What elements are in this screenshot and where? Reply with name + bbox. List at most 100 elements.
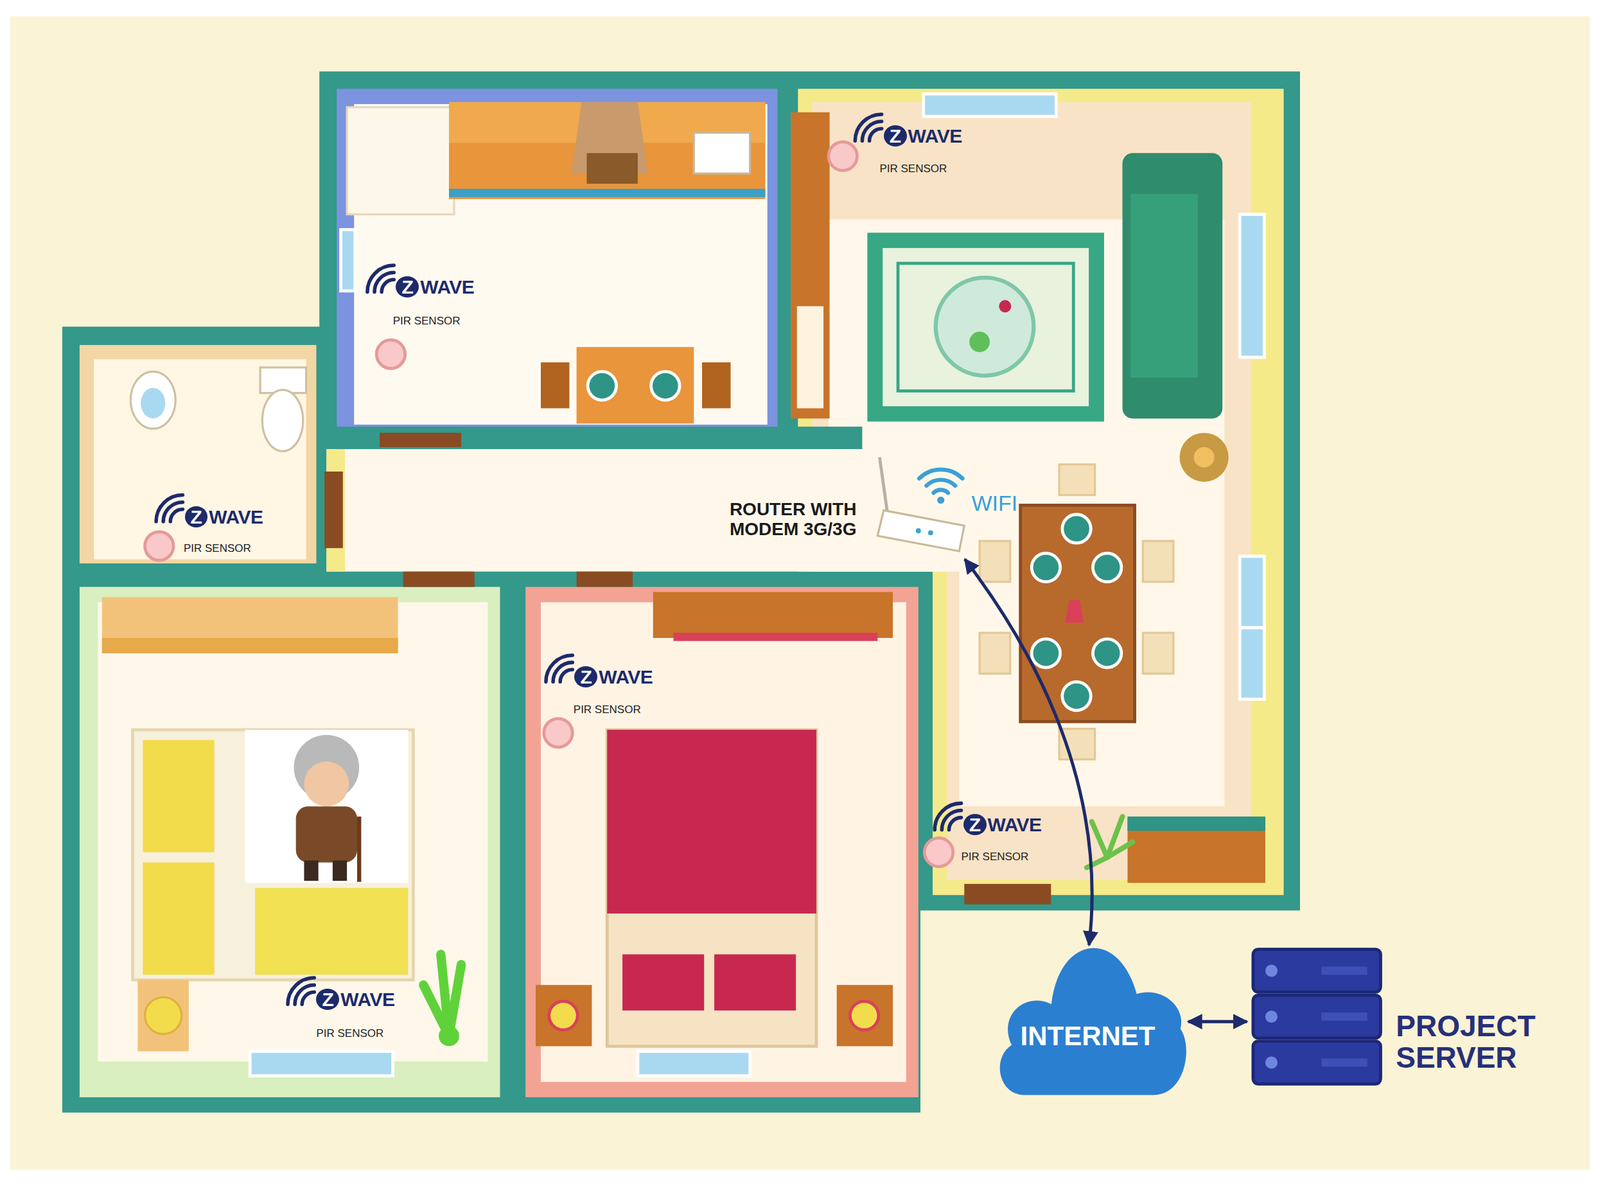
zwave-logo: ZWAVE [316,989,395,1010]
internet-cloud: INTERNET [989,944,1189,1098]
living-furniture [1130,193,1198,378]
art-shape [1059,464,1096,496]
sensor-label: PIR SENSOR [961,851,1029,864]
bedroom-furniture [653,592,893,638]
elderly-person [296,806,358,862]
living-furniture [1179,432,1229,482]
zwave-logo: ZWAVE [883,126,963,146]
kitchen-furniture [651,371,680,400]
elderly-person [244,729,408,883]
server-node: PROJECT SERVER [1246,946,1553,1095]
art-shape [979,540,1011,582]
zwave-logo: ZWAVE [963,815,1042,835]
sensor-label: PIR SENSOR [573,703,642,717]
zwave-signal-arcs [553,662,573,682]
zwave-signal-arcs [934,802,961,830]
bedroom-furniture [142,862,214,976]
server-icon [1321,1058,1367,1067]
wifi-symbol [933,490,949,494]
sensor-label: PIR SENSOR [316,1027,384,1040]
server-icon [1321,966,1367,976]
doors [379,432,462,448]
zwave-signal-arcs [156,495,183,522]
art-shape [448,964,462,1036]
art-shape [1142,540,1174,582]
living-furniture [1065,599,1085,623]
art-shape [1092,553,1121,582]
kitchen-furniture [587,371,616,400]
rooms [326,448,939,572]
bedroom-furniture [142,739,214,853]
bedroom-furniture [673,632,879,642]
zwave-signal-arcs [287,977,315,1004]
doors [576,571,633,588]
bedroom-furniture [102,637,399,654]
rooms [79,88,1284,1098]
kitchen-furniture [540,362,570,408]
zwave-signal-arcs [861,121,882,141]
kitchen-furniture [346,102,765,424]
zwave-signal-arcs [381,279,394,292]
server-icon [1253,949,1381,1085]
zwave-logo: ZWAVE [574,667,653,687]
kitchen-furniture [576,346,695,424]
bathroom-furniture [140,387,166,419]
art-shape [1107,842,1134,858]
pir-sensor-dots [828,141,857,171]
zwave-signal-arcs [156,114,961,1004]
living-furniture [882,247,1089,406]
living-furniture [1122,152,1223,419]
living-furniture [897,263,1074,392]
zwave-signal-arcs [545,655,573,682]
pir-sensor-dots [924,837,953,866]
bedroom-furniture [254,887,408,975]
bedroom-furniture [849,1001,879,1030]
pir-sensor-dots [145,531,174,561]
zwave-signal-arcs [869,128,882,141]
elderly-person [357,816,361,882]
living-furniture [935,277,1035,376]
windows [637,1050,751,1076]
windows [249,1050,393,1076]
connector-arrow [964,559,1092,946]
zwave-signal-arcs [301,991,315,1004]
server-icon [1321,1012,1367,1021]
living-furniture [998,299,1011,313]
zwave-logo: ZWAVE [184,507,264,527]
zwave-signal-arcs [374,272,394,292]
rooms [98,601,489,1062]
living-furniture [797,306,824,409]
windows [923,93,1057,117]
rooms [79,587,501,1098]
router-node: ROUTER WITH MODEM 3G/3GWIFI [726,448,1025,560]
bedroom-furniture [606,729,817,1047]
bedroom-furniture [102,596,399,653]
kitchen-furniture [448,188,765,198]
art-shape [1091,821,1108,858]
house-walls [62,71,1301,1113]
server-icon [1265,1055,1278,1069]
rooms [525,587,919,1098]
rooms [93,359,306,559]
server-icon [1253,994,1381,1038]
bedroom-furniture [535,984,592,1046]
pir-sensor-dots [544,718,573,748]
bathroom-furniture [262,389,304,451]
zwave-signal-arcs [560,669,573,682]
rooms [79,344,317,564]
zwave-signal-arcs [294,984,315,1004]
zwave-signal-arcs [170,509,183,522]
zwave-signal-arcs [948,817,961,830]
bathroom-furniture [130,367,306,451]
router-icon [879,457,888,516]
zwave-logo: ZWAVE [395,277,475,297]
kitchen-furniture [586,152,638,184]
windows [1239,214,1265,358]
art-shape [1062,514,1091,543]
router-icon [928,529,934,536]
